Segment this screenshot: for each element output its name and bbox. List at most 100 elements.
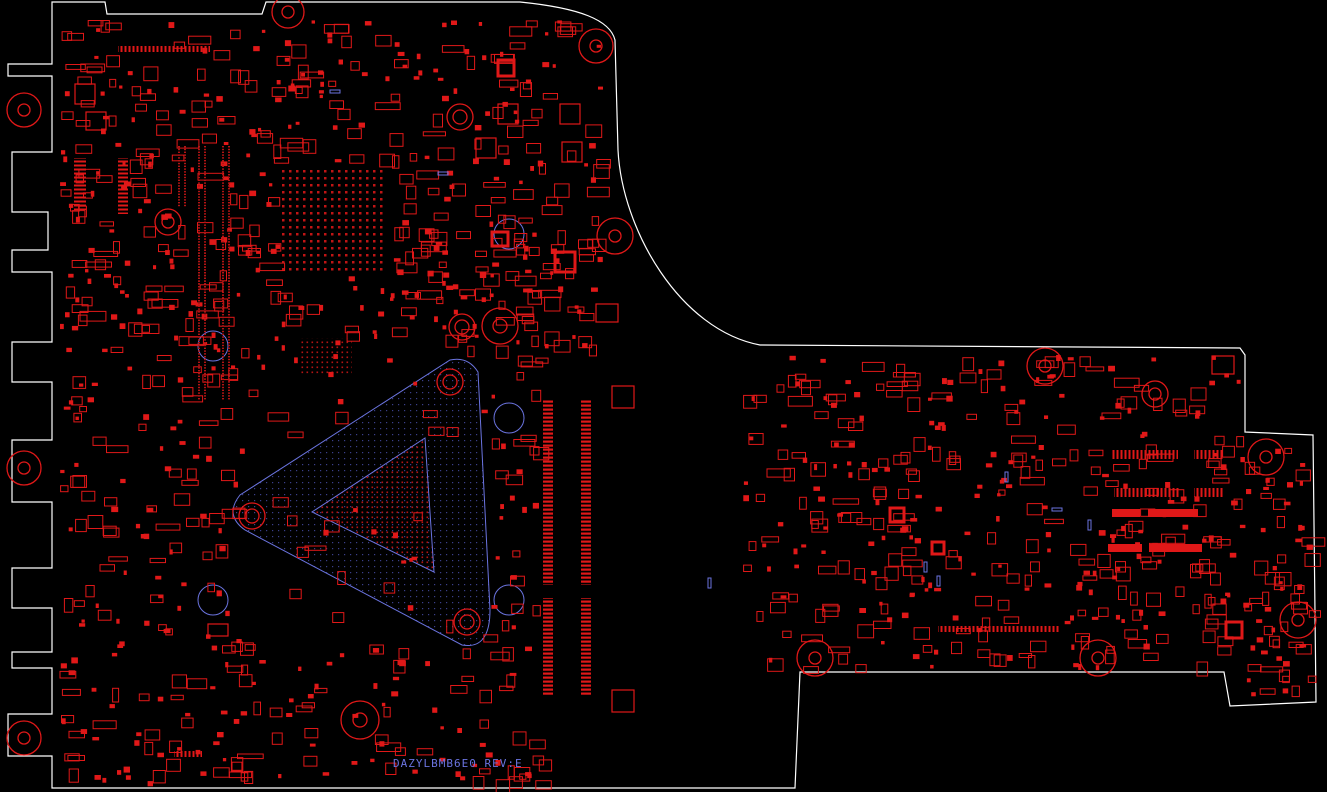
via	[222, 308, 224, 310]
smd-component	[1118, 585, 1127, 600]
via	[222, 204, 224, 207]
smd-component	[314, 683, 319, 690]
smd-component	[216, 348, 221, 353]
via	[222, 227, 224, 229]
smd-component	[928, 582, 933, 589]
via	[198, 227, 200, 229]
via	[184, 179, 186, 181]
smd-component	[962, 357, 975, 372]
smd-component	[980, 379, 988, 394]
smd-component	[1306, 544, 1313, 550]
smd-component	[158, 244, 169, 253]
smd-component	[188, 311, 193, 317]
smd-component	[898, 488, 910, 499]
smd-component	[230, 69, 241, 84]
smd-component	[143, 291, 159, 301]
via	[198, 300, 200, 302]
smd-component	[1280, 586, 1284, 591]
via	[228, 204, 230, 207]
via	[204, 199, 206, 201]
smd-component	[442, 22, 447, 28]
smd-component	[855, 664, 867, 674]
smd-component	[73, 600, 85, 607]
smd-component	[119, 85, 123, 89]
smd-component	[191, 300, 198, 306]
smd-component	[856, 517, 872, 526]
smd-component	[1013, 454, 1024, 468]
via	[198, 375, 200, 377]
smd-component	[276, 55, 291, 66]
smd-component	[1261, 650, 1268, 655]
smd-component	[838, 653, 849, 665]
via	[198, 232, 200, 235]
smd-component	[218, 316, 235, 327]
via	[178, 157, 180, 159]
via	[204, 210, 206, 212]
via	[198, 389, 200, 391]
smd-component	[156, 124, 172, 136]
via	[204, 218, 206, 221]
smd-component	[1169, 489, 1185, 504]
smd-component	[227, 228, 232, 232]
via	[198, 398, 200, 400]
smd-component	[102, 525, 117, 537]
via	[198, 274, 200, 277]
smd-component	[901, 547, 917, 557]
smd-component	[109, 78, 117, 88]
via	[228, 258, 230, 260]
smd-component	[974, 493, 980, 498]
smd-component	[437, 77, 444, 81]
smd-component	[96, 175, 113, 183]
via	[222, 381, 224, 383]
smd-component	[1085, 366, 1105, 372]
smd-component	[461, 329, 475, 337]
smd-component	[413, 381, 418, 386]
smd-component	[1272, 639, 1281, 649]
smd-component	[143, 199, 151, 204]
via	[222, 350, 224, 352]
via	[204, 311, 206, 313]
smd-component	[301, 702, 316, 709]
smd-component	[296, 546, 309, 558]
via	[178, 165, 180, 167]
smd-component	[218, 528, 222, 534]
via	[228, 277, 230, 279]
smd-component	[249, 190, 257, 197]
smd-component	[100, 91, 105, 96]
via	[198, 165, 200, 167]
via	[228, 384, 230, 386]
via	[222, 398, 224, 400]
smd-component	[1038, 445, 1044, 450]
connector-io-6	[1148, 509, 1198, 517]
smd-component	[103, 115, 109, 120]
smd-component	[787, 374, 797, 388]
smd-component	[220, 161, 228, 167]
smd-component	[1162, 513, 1167, 518]
smd-component	[1121, 619, 1125, 623]
smd-component	[1192, 563, 1216, 573]
smd-component	[831, 402, 837, 408]
smd-component	[298, 666, 302, 671]
via	[204, 162, 206, 165]
smd-component	[473, 158, 479, 165]
smd-component	[1136, 553, 1142, 560]
smd-component	[500, 51, 504, 57]
smd-component	[87, 397, 94, 403]
smd-component	[231, 365, 236, 369]
smd-component	[197, 172, 225, 181]
via	[204, 319, 206, 321]
smd-component	[1143, 652, 1159, 662]
via	[204, 342, 206, 344]
smd-component	[1259, 688, 1276, 695]
smd-component	[427, 270, 434, 277]
smd-component	[509, 26, 533, 37]
smd-component	[379, 153, 396, 168]
smd-component	[596, 44, 601, 48]
via	[198, 319, 200, 321]
smd-component	[888, 553, 903, 567]
smd-component	[77, 314, 88, 327]
smd-component	[1011, 435, 1036, 444]
smd-component	[327, 38, 333, 44]
via	[222, 190, 224, 193]
smd-component	[1108, 365, 1115, 372]
